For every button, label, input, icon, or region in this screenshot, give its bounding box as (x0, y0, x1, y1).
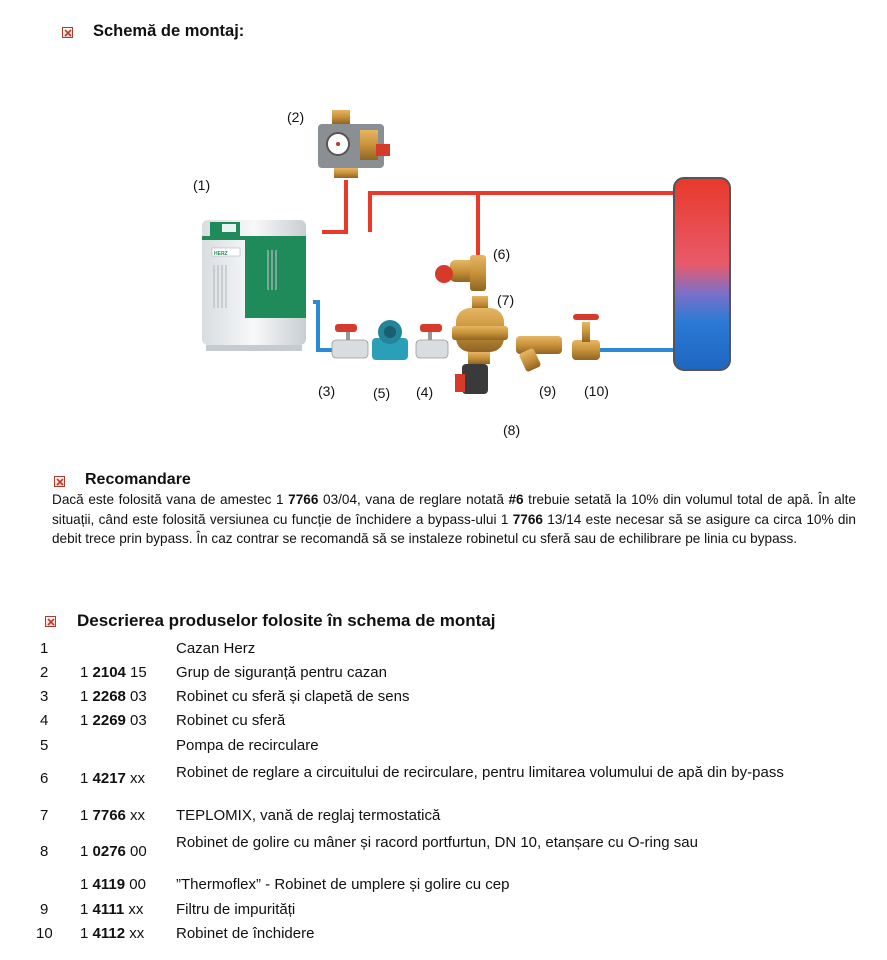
label-6: (6) (493, 246, 510, 262)
section-icon (62, 27, 73, 38)
label-9: (9) (539, 383, 556, 399)
cold-pipes (313, 300, 676, 352)
storage-tank (673, 177, 731, 371)
mixing-valve (452, 296, 508, 352)
circulation-pump (372, 320, 408, 360)
ball-valve-check (331, 324, 369, 359)
recommendation-title: Recomandare (85, 471, 191, 488)
installation-diagram: HERZ (193, 109, 731, 438)
regulating-valve (435, 255, 486, 291)
parts-title: Descrierea produselor folosite în schema… (77, 611, 496, 630)
safety-group (318, 110, 390, 178)
label-2: (2) (287, 109, 304, 125)
section-icon (54, 476, 65, 487)
label-1: (1) (193, 177, 210, 193)
label-8: (8) (503, 422, 520, 438)
label-10: (10) (584, 383, 609, 399)
boiler-brand: HERZ (214, 251, 228, 257)
label-3: (3) (318, 383, 335, 399)
recommendation-text: Dacă este folosită vana de amestec 1 776… (52, 492, 856, 546)
boiler: HERZ (202, 220, 306, 351)
section-icon (45, 616, 56, 627)
hot-pipes (322, 180, 676, 260)
drain-valve (455, 352, 490, 394)
shut-off-valve (572, 314, 600, 360)
page-title: Schemă de montaj: (93, 22, 245, 40)
ball-valve (415, 324, 449, 359)
label-7: (7) (497, 292, 514, 308)
label-4: (4) (416, 384, 433, 400)
strainer-filter (516, 336, 562, 372)
label-5: (5) (373, 385, 390, 401)
